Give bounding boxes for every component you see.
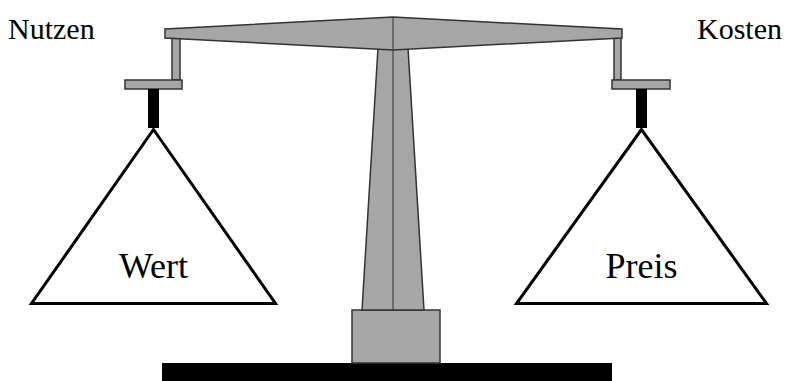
ground-bar: [162, 363, 612, 381]
pan-stem: [636, 89, 647, 128]
scale-pan: Preis: [515, 128, 768, 305]
hanger-plate: [125, 80, 182, 89]
pillar-base: [352, 310, 440, 363]
side-label: Nutzen: [8, 12, 95, 47]
pillar-edge: [393, 48, 394, 310]
beam-pivot: [393, 17, 394, 50]
pan-label: Wert: [30, 246, 277, 287]
scale-beam: [165, 17, 622, 50]
pan-label: Preis: [515, 246, 768, 287]
pillar: [362, 48, 424, 310]
pan-stem: [148, 89, 159, 128]
hanger-plate: [612, 80, 670, 89]
scale-pan: Wert: [30, 128, 277, 305]
side-label: Kosten: [697, 12, 782, 47]
